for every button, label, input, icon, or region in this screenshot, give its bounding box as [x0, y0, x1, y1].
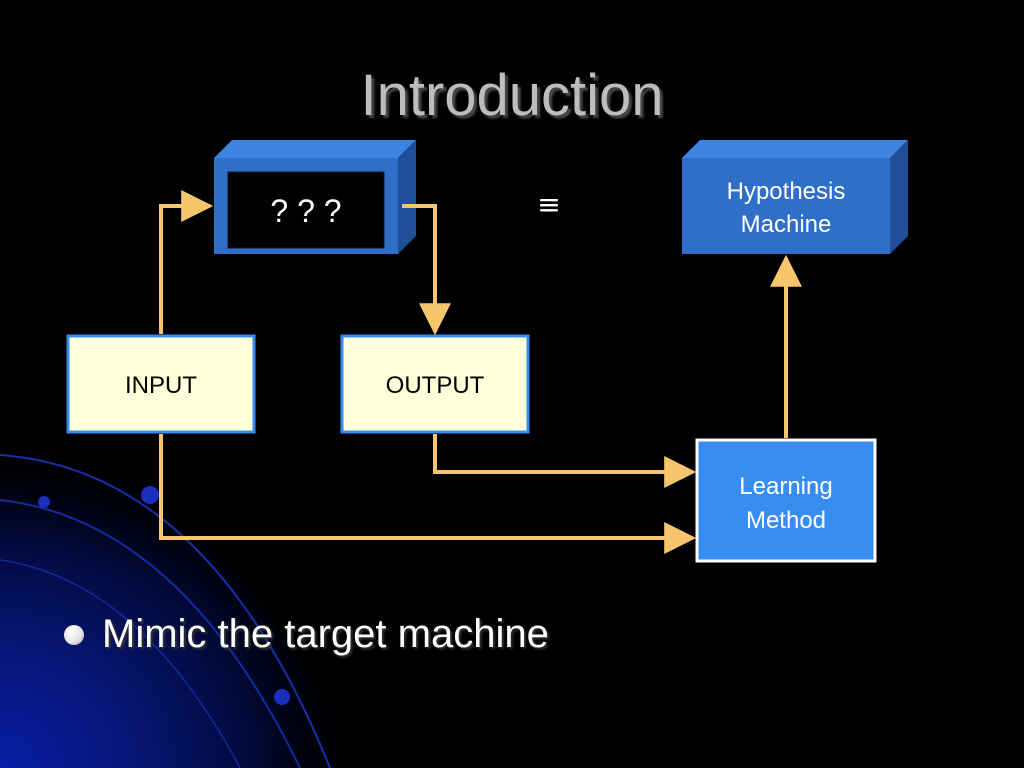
arrow-target-to-output: [402, 204, 451, 336]
learning-method-label-line2: Method: [746, 507, 826, 534]
target-machine-label: ? ? ?: [270, 193, 341, 229]
hypothesis-machine-label-line2: Machine: [741, 211, 832, 238]
target-machine-side: [398, 140, 416, 254]
background-arc: [0, 499, 301, 768]
learning-method-label-line1: Learning: [739, 473, 832, 500]
background-dot: [274, 689, 290, 705]
arrow-input-to-learning: [159, 434, 697, 554]
bullet-dot-icon: [64, 624, 84, 645]
target-machine-top: [214, 140, 416, 158]
arrow-input-to-target: [159, 190, 214, 334]
learning-method-box: Learning Method: [695, 438, 877, 563]
background-arc: [0, 454, 331, 768]
background-arc: [0, 559, 241, 768]
background-dot: [38, 496, 50, 508]
bullet-text: Mimic the target machine: [102, 612, 549, 656]
bullet-item: Mimic the target machine: [64, 612, 549, 657]
equivalence-symbol: ≡: [537, 188, 560, 221]
background-glow: [0, 440, 360, 768]
hypothesis-machine-box: Hypothesis Machine: [682, 140, 908, 254]
target-machine-screen: [227, 171, 385, 249]
output-label: OUTPUT: [386, 372, 485, 399]
slide-title: Introduction: [360, 63, 664, 128]
hypothesis-machine-side: [890, 140, 908, 254]
input-label: INPUT: [125, 372, 197, 399]
arrow-output-to-learning: [433, 434, 697, 488]
input-box: INPUT: [66, 334, 256, 434]
target-machine-box: ? ? ?: [214, 140, 416, 254]
hypothesis-machine-front: [682, 158, 890, 254]
hypothesis-machine-label-line1: Hypothesis: [727, 178, 846, 205]
hypothesis-machine-top: [682, 140, 908, 158]
output-box: OUTPUT: [340, 334, 530, 434]
background-dot: [141, 486, 159, 504]
